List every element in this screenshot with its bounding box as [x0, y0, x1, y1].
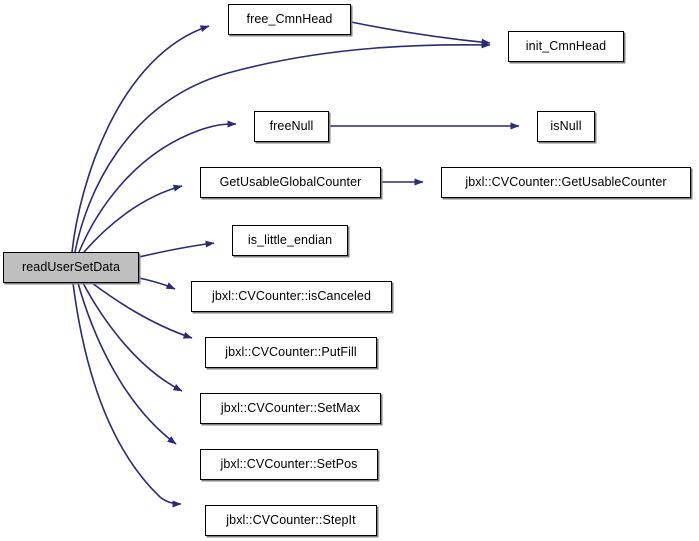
node-label: jbxl::CVCounter::StepIt	[226, 512, 356, 527]
node-label: freeNull	[269, 118, 314, 133]
edge-free-cmnhead-init-cmnhead	[350, 21, 491, 46]
node-label: jbxl::CVCounter::isCanceled	[211, 288, 372, 303]
edge-readusersetdata-stepit	[72, 282, 182, 508]
node-getusableglobalcounter[interactable]: GetUsableGlobalCounter	[200, 167, 381, 198]
node-label: init_CmnHead	[525, 38, 607, 53]
node-label: free_CmnHead	[246, 11, 333, 26]
edge-readusersetdata-free-cmnhead	[71, 25, 210, 253]
node-label: GetUsableGlobalCounter	[219, 174, 362, 189]
edge-readusersetdata-is-little-endian	[138, 240, 215, 258]
edge-readusersetdata-iscanceled	[138, 277, 176, 290]
node-jbxl-cvcounter-stepit[interactable]: jbxl::CVCounter::StepIt	[205, 505, 377, 536]
node-jbxl-cvcounter-setmax[interactable]: jbxl::CVCounter::SetMax	[200, 393, 381, 424]
node-freenull[interactable]: freeNull	[254, 111, 329, 142]
node-jbxl-cvcounter-setpos[interactable]: jbxl::CVCounter::SetPos	[200, 449, 378, 480]
node-label: jbxl::CVCounter::SetMax	[220, 400, 361, 415]
node-is-little-endian[interactable]: is_little_endian	[232, 225, 348, 256]
node-label: jbxl::CVCounter::SetPos	[220, 456, 358, 471]
edge-readusersetdata-setpos	[77, 282, 177, 445]
edge-readusersetdata-getusableglobalcounter	[83, 184, 183, 253]
node-init-cmnhead[interactable]: init_CmnHead	[508, 31, 624, 62]
node-jbxl-cvcounter-getusablecounter[interactable]: jbxl::CVCounter::GetUsableCounter	[441, 167, 691, 198]
node-label: is_little_endian	[247, 232, 333, 247]
edge-readusersetdata-setmax	[82, 282, 183, 392]
node-readusersetdata[interactable]: readUserSetData	[3, 252, 139, 283]
edge-readusersetdata-putfill	[91, 282, 193, 339]
node-jbxl-cvcounter-putfill[interactable]: jbxl::CVCounter::PutFill	[205, 337, 377, 368]
edge-readusersetdata-init-cmnhead	[74, 41, 491, 253]
edge-readusersetdata-freenull	[78, 120, 237, 253]
node-label: jbxl::CVCounter::PutFill	[225, 344, 357, 359]
node-isnull[interactable]: isNull	[537, 111, 595, 142]
node-jbxl-cvcounter-iscanceled[interactable]: jbxl::CVCounter::isCanceled	[191, 281, 392, 312]
node-label: readUserSetData	[21, 259, 121, 274]
node-label: jbxl::CVCounter::GetUsableCounter	[465, 174, 667, 189]
node-free-cmnhead[interactable]: free_CmnHead	[228, 4, 351, 35]
node-label: isNull	[550, 118, 582, 133]
